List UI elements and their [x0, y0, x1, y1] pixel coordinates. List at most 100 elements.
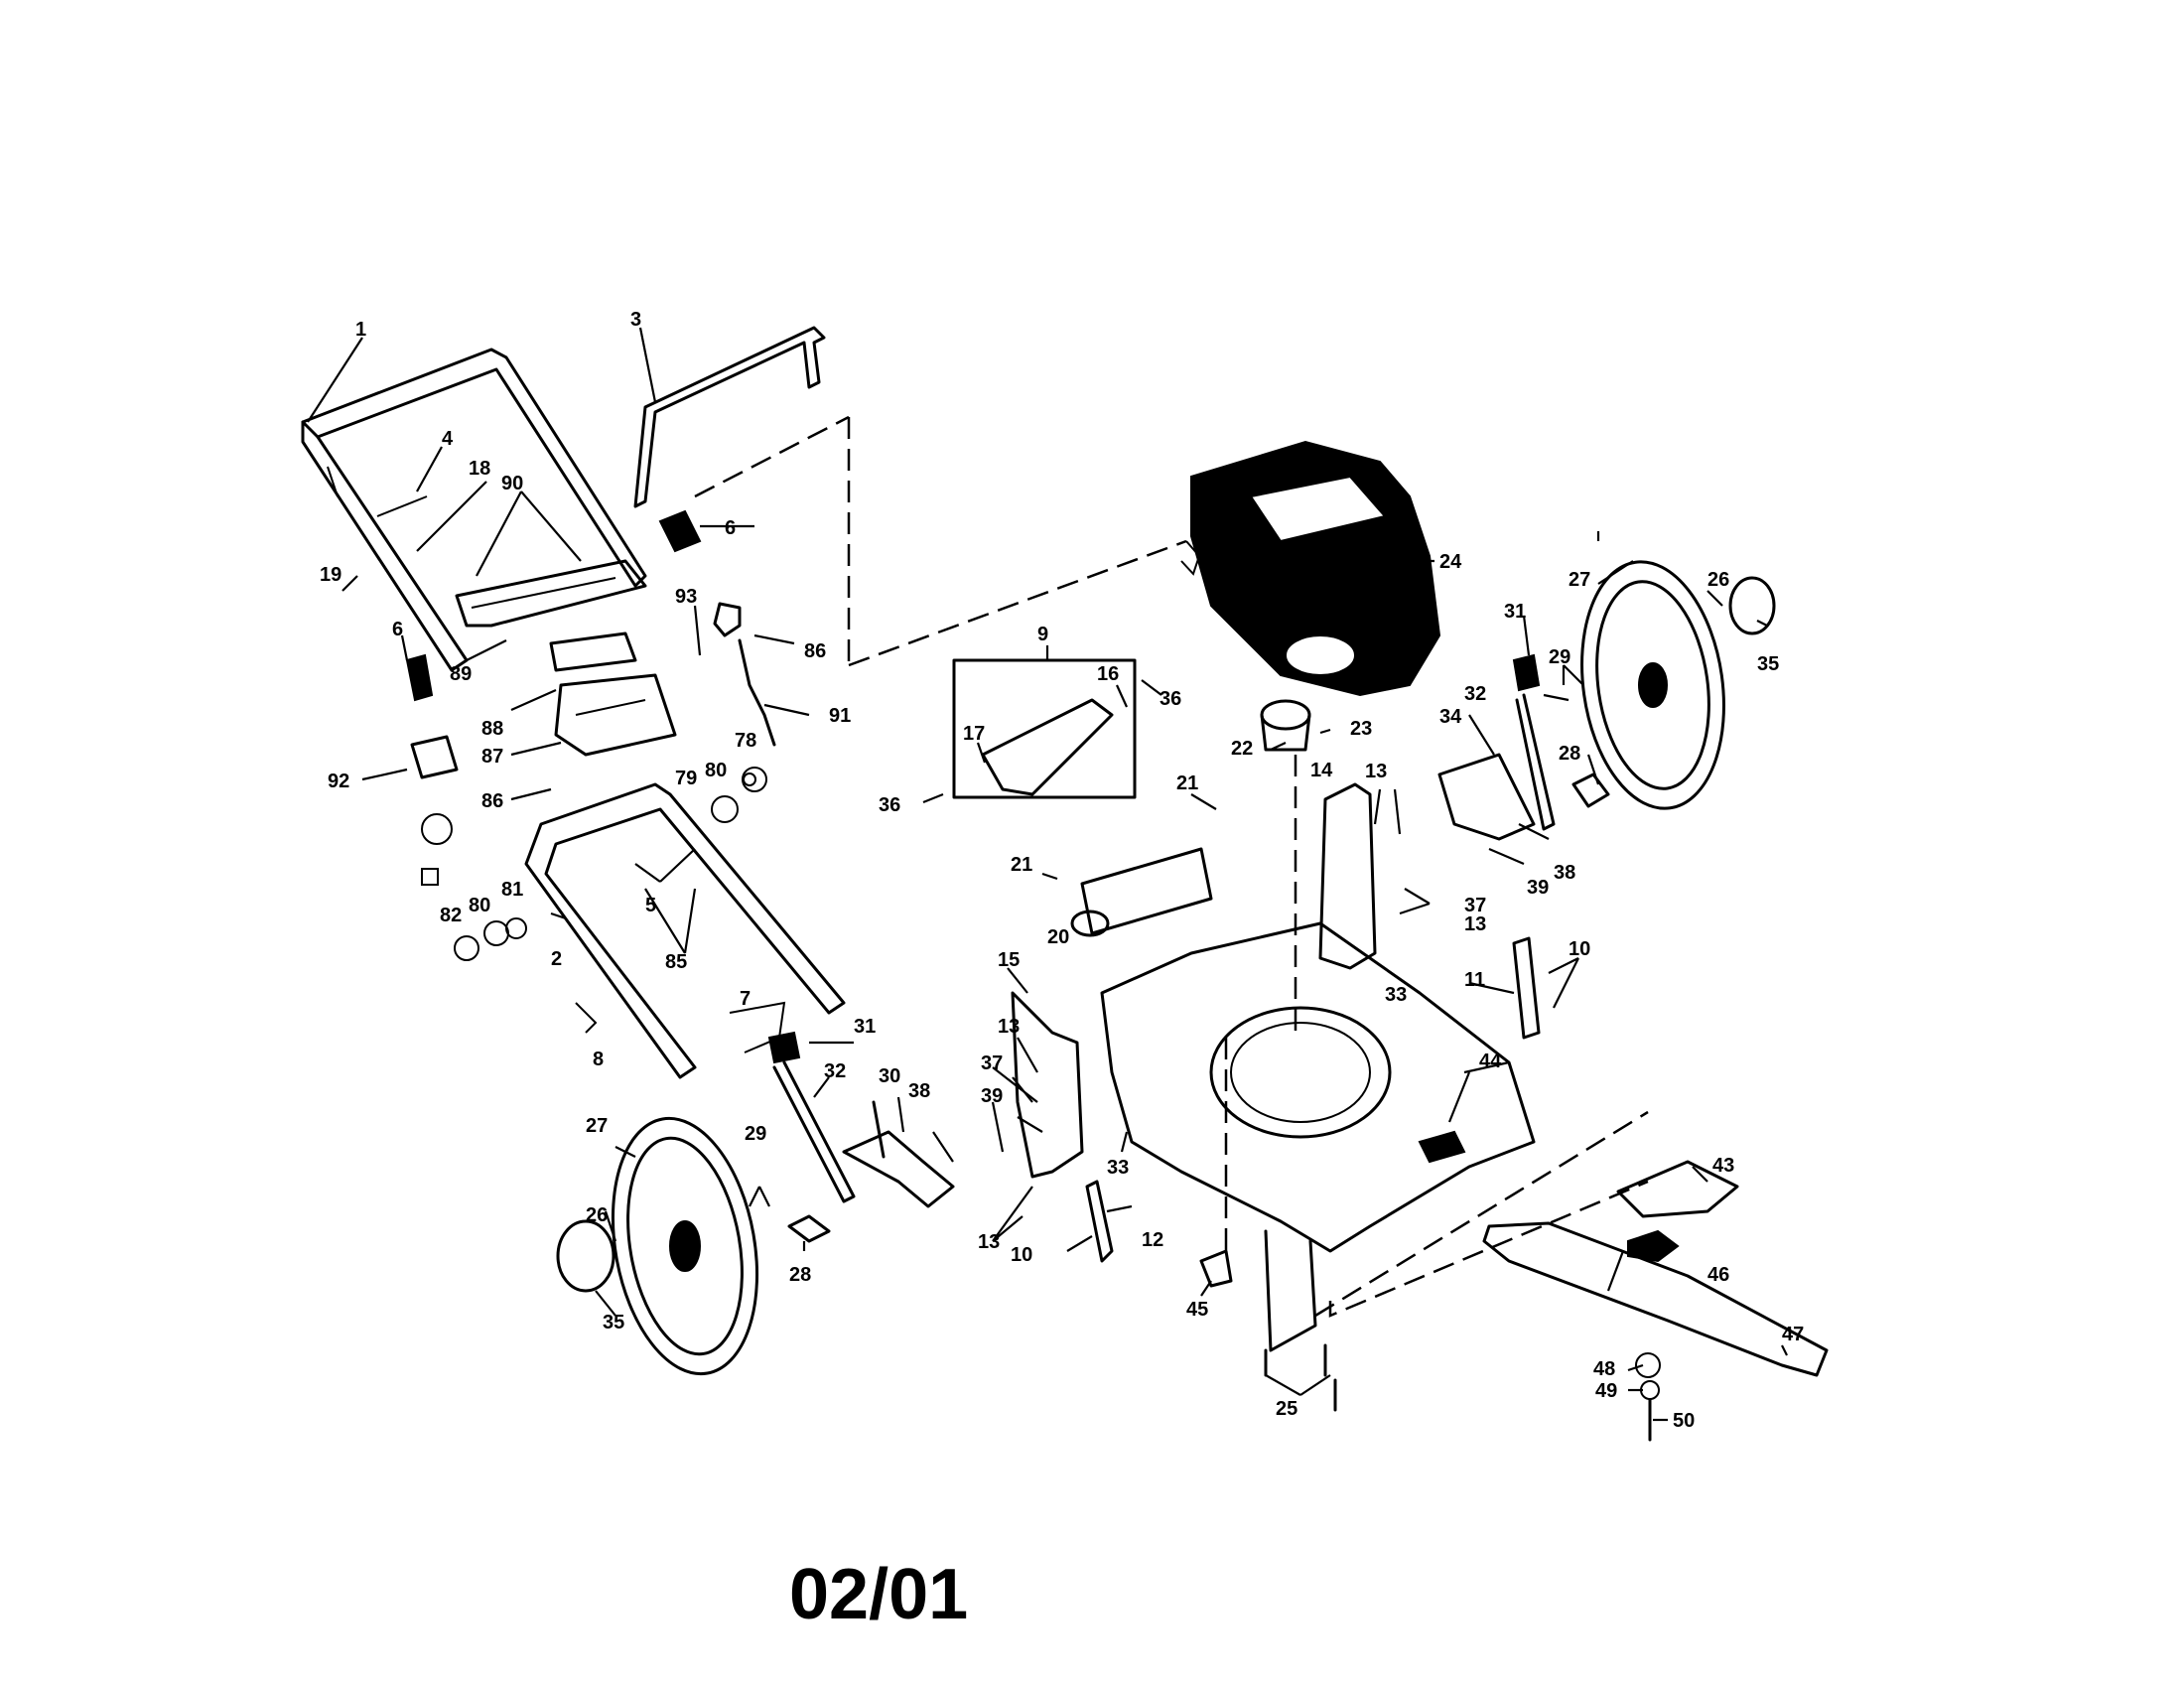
wheel-icon: [611, 1116, 759, 1376]
spacer-icon: [483, 920, 509, 946]
clip-icon: [575, 1002, 598, 1034]
callout-1: 1: [355, 319, 366, 341]
callout-16: 16: [1097, 663, 1119, 685]
side-bracket-icon: [1011, 991, 1084, 1179]
knob-icon: [658, 509, 702, 553]
height-adjuster-lever-icon: [1515, 693, 1556, 831]
callout-25: 25: [1276, 1398, 1297, 1420]
callout-82: 82: [440, 905, 462, 926]
callout-27: 27: [1569, 569, 1590, 591]
engine-icon: [1190, 440, 1441, 697]
axle-icon: [842, 1100, 955, 1208]
callout-26: 26: [1707, 569, 1729, 591]
hub-cap-icon: [1728, 576, 1776, 635]
callout-47: 47: [1782, 1324, 1804, 1345]
callout-29: 29: [745, 1123, 766, 1145]
callout-8: 8: [593, 1049, 604, 1070]
spacer-icon: [711, 795, 739, 823]
callout-86: 86: [481, 790, 503, 812]
callout-92: 92: [328, 771, 349, 792]
pulley-icon: [1260, 699, 1311, 752]
assembly-line: [694, 415, 850, 498]
callout-49: 49: [1595, 1380, 1617, 1402]
callout-80: 80: [469, 895, 490, 916]
callout-87: 87: [481, 746, 503, 768]
axle-bracket-icon: [1437, 753, 1536, 841]
callout-10: 10: [1569, 938, 1590, 960]
height-adjuster-knob-icon: [767, 1031, 801, 1064]
callout-9: 9: [1037, 624, 1048, 645]
callout-13: 13: [978, 1231, 1000, 1253]
callout-15: 15: [998, 949, 1020, 971]
rear-shield-icon: [1070, 847, 1213, 937]
brace-icon: [1085, 1180, 1114, 1263]
handle-console-icon: [455, 559, 647, 628]
callout-7: 7: [740, 988, 751, 1010]
callout-85: 85: [665, 951, 687, 973]
callout-27: 27: [586, 1115, 608, 1137]
callout-36: 36: [879, 794, 900, 816]
callout-21: 21: [1011, 854, 1032, 876]
callout-81: 81: [501, 879, 523, 901]
callout-labels: 1 2 3 4 5 6 6 7 8 9 10 10 11 12 13 13 13…: [320, 309, 1804, 1432]
callout-10: 10: [1011, 1244, 1032, 1266]
callout-32: 32: [824, 1060, 846, 1082]
blade-icon: [1482, 1221, 1829, 1377]
callout-43: 43: [1712, 1155, 1734, 1177]
callout-44: 44: [1479, 1051, 1502, 1072]
callout-45: 45: [1186, 1299, 1208, 1321]
washer-icon: [505, 917, 527, 939]
callout-93: 93: [675, 586, 697, 608]
callout-19: 19: [320, 564, 341, 586]
blade-adapter-icon: [1616, 1160, 1739, 1263]
rear-bracket-icon: [1318, 782, 1377, 970]
washer-icon: [743, 772, 756, 786]
deck-bolt-icon: [1264, 1343, 1337, 1412]
callout-37: 37: [981, 1052, 1003, 1074]
mulch-plug-icon: [1199, 1249, 1233, 1288]
callout-6: 6: [725, 517, 736, 539]
callout-89: 89: [450, 663, 472, 685]
callout-12: 12: [1142, 1229, 1163, 1251]
callout-2: 2: [551, 948, 562, 970]
lower-handle-icon: [524, 782, 846, 1079]
callout-37: 37: [1464, 895, 1486, 916]
callout-28: 28: [789, 1264, 811, 1286]
callout-50: 50: [1673, 1410, 1695, 1432]
callout-23: 23: [1350, 718, 1372, 740]
callout-78: 78: [735, 730, 756, 752]
callout-3: 3: [630, 309, 641, 331]
callout-46: 46: [1707, 1264, 1729, 1286]
callout-28: 28: [1559, 743, 1580, 765]
height-adjuster-lever-icon: [772, 1060, 856, 1203]
callout-35: 35: [603, 1312, 624, 1333]
callout-31: 31: [1504, 601, 1526, 623]
callout-32: 32: [1464, 683, 1486, 705]
bracket-icon: [729, 1001, 786, 1053]
battery-box-icon: [549, 632, 677, 757]
bearing-icon: [454, 935, 479, 961]
callout-29: 29: [1549, 646, 1570, 668]
callout-39: 39: [981, 1085, 1003, 1107]
callout-21: 21: [1176, 772, 1198, 794]
callout-48: 48: [1593, 1358, 1615, 1380]
switch-icon: [713, 602, 742, 637]
callout-4: 4: [442, 428, 454, 450]
footer-code: 02/01: [789, 1555, 968, 1634]
assembly-line: [848, 539, 1187, 667]
washer-icon: [1635, 1352, 1661, 1378]
callout-14: 14: [1310, 760, 1333, 781]
cable-icon: [738, 638, 776, 747]
hub-cap-icon: [556, 1219, 615, 1293]
callout-38: 38: [908, 1080, 930, 1102]
bolt-icon: [787, 1214, 831, 1243]
callout-90: 90: [501, 473, 523, 494]
callout-22: 22: [1231, 738, 1253, 760]
brace-icon: [1512, 936, 1541, 1040]
leader-lines: [307, 327, 1788, 1422]
callout-33: 33: [1107, 1157, 1129, 1179]
callout-38: 38: [1554, 862, 1575, 884]
callout-34: 34: [1439, 706, 1462, 728]
bolt-icon: [1571, 772, 1610, 808]
